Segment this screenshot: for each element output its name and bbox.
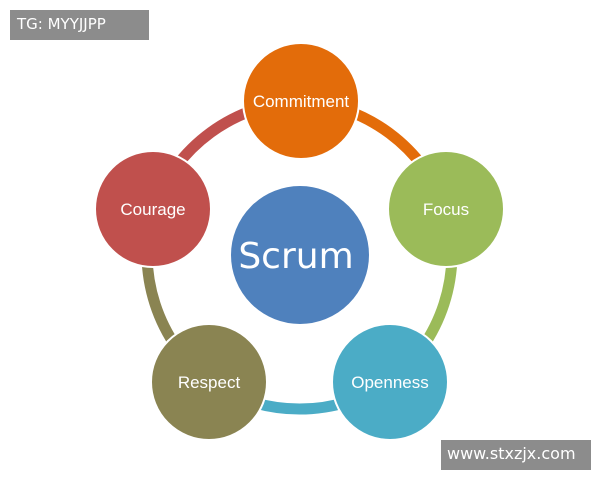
value-node-commitment: Commitment bbox=[242, 42, 360, 160]
value-label-focus: Focus bbox=[423, 200, 469, 219]
value-circle-courage bbox=[94, 150, 212, 268]
center-node: Scrum bbox=[229, 184, 371, 326]
watermark-top-left: TG: MYYJJPP bbox=[10, 10, 149, 40]
value-label-respect: Respect bbox=[178, 373, 241, 392]
value-circle-openness bbox=[331, 323, 449, 441]
value-circle-focus bbox=[387, 150, 505, 268]
scrum-center-circle bbox=[229, 184, 371, 326]
value-label-commitment: Commitment bbox=[253, 92, 350, 111]
value-node-respect: Respect bbox=[150, 323, 268, 441]
value-node-focus: Focus bbox=[387, 150, 505, 268]
value-node-openness: Openness bbox=[331, 323, 449, 441]
watermark-bottom-right: www.stxzjx.com bbox=[441, 440, 591, 470]
value-label-openness: Openness bbox=[351, 373, 429, 392]
value-circle-respect bbox=[150, 323, 268, 441]
value-circle-commitment bbox=[242, 42, 360, 160]
value-label-courage: Courage bbox=[120, 200, 185, 219]
scrum-center-label: Scrum bbox=[238, 236, 353, 277]
value-node-courage: Courage bbox=[94, 150, 212, 268]
